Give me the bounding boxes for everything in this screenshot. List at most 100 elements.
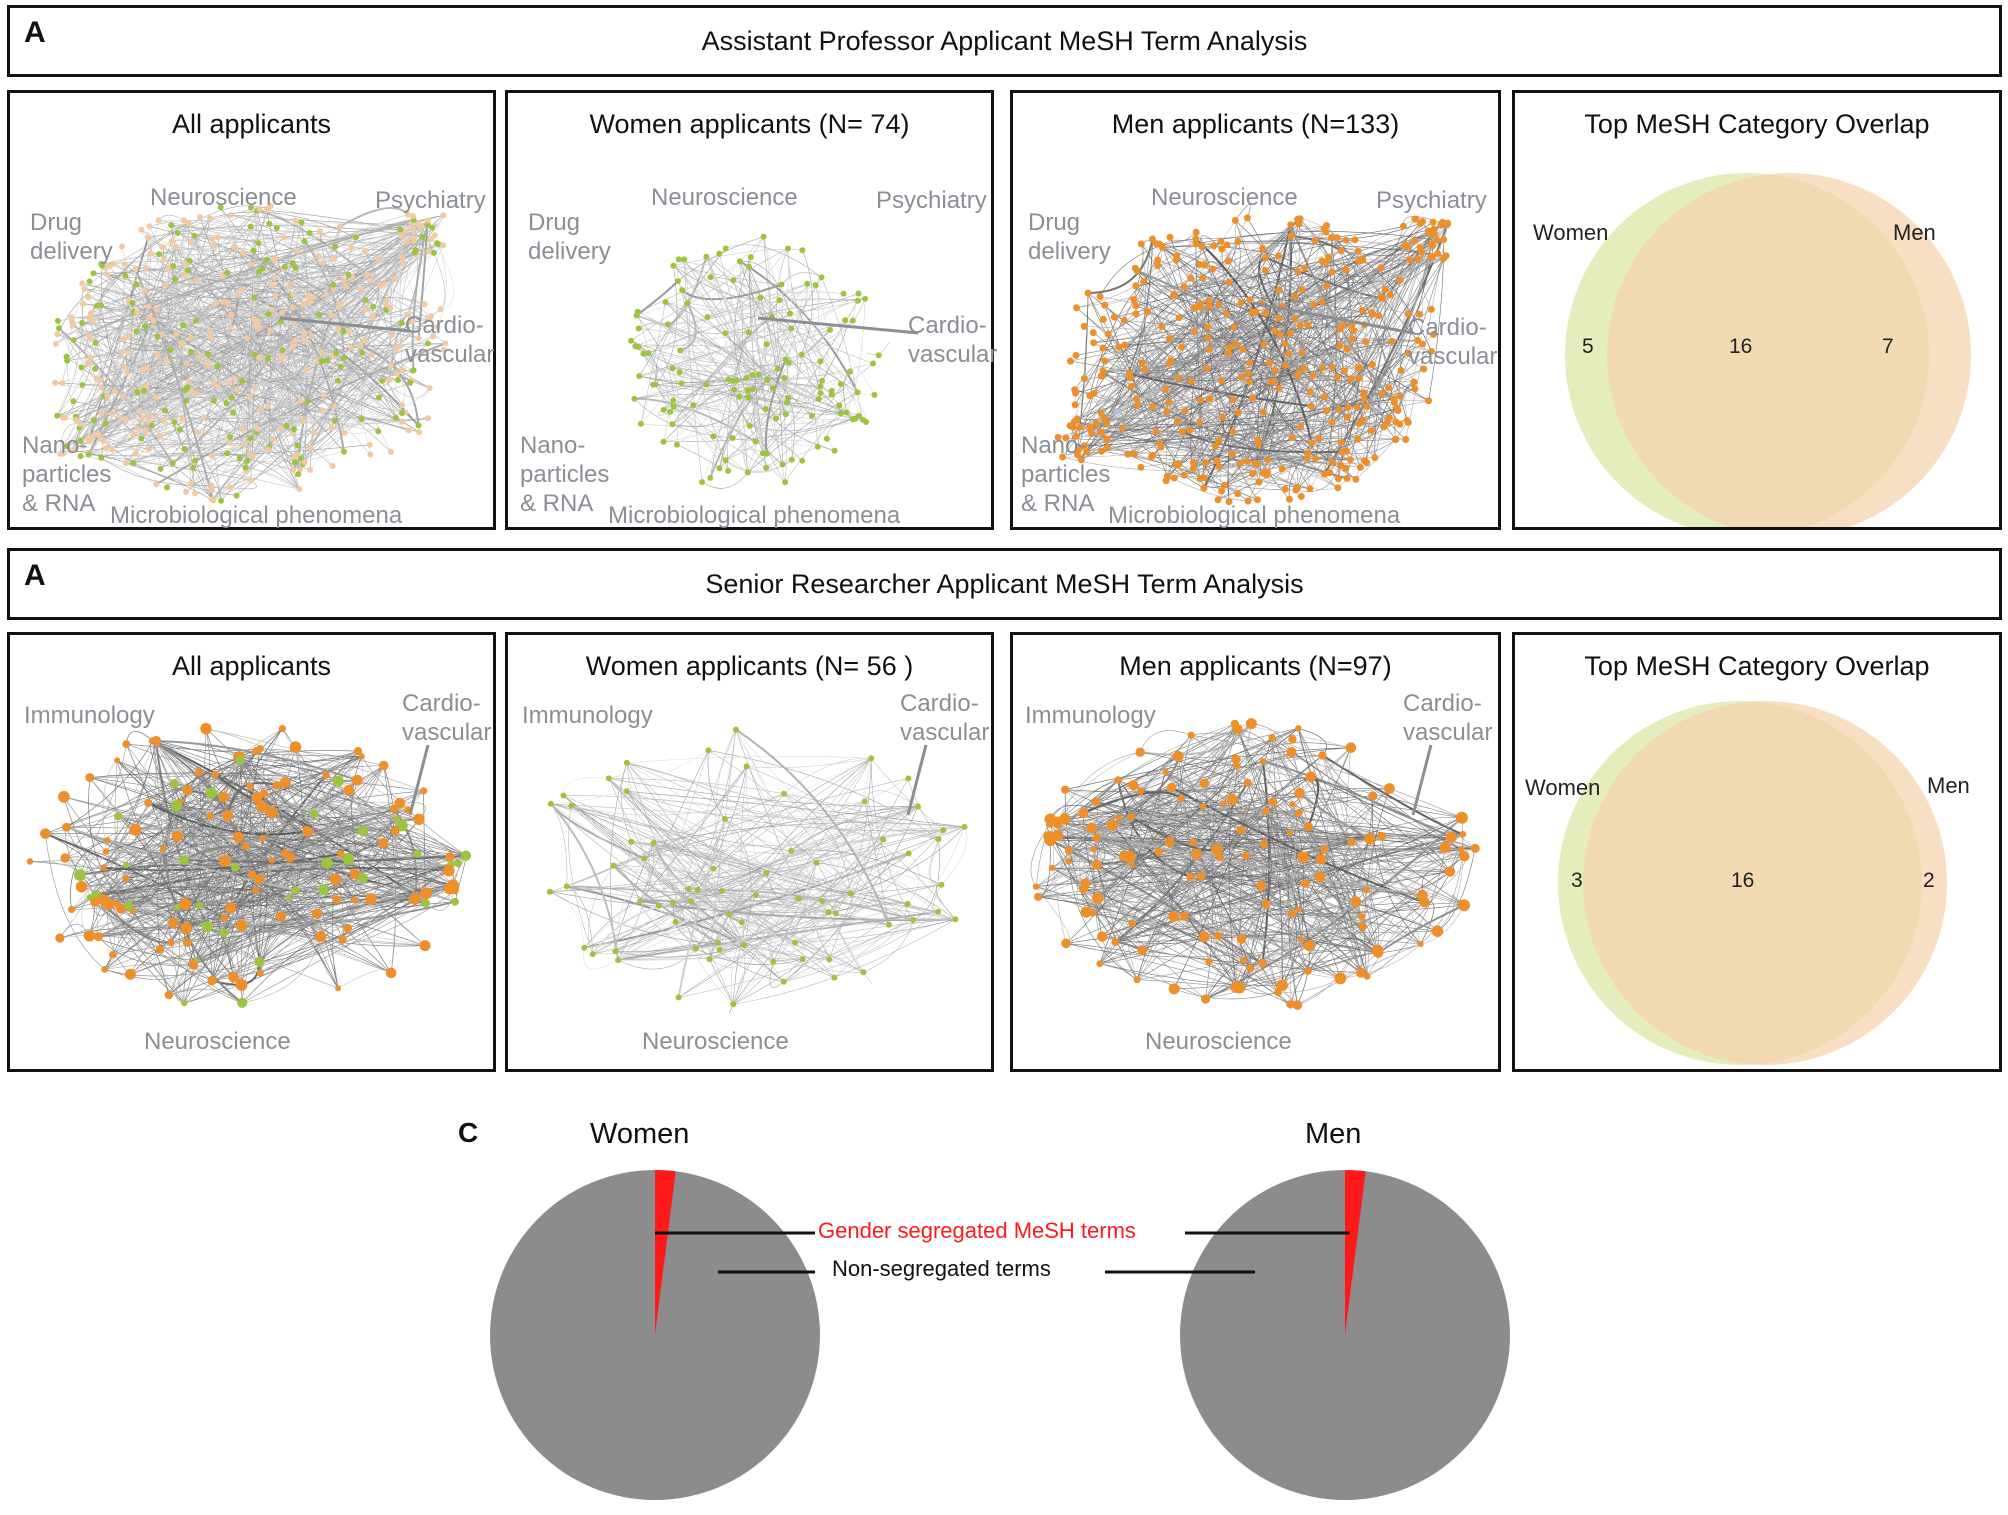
network-edge (45, 833, 263, 841)
network-node (840, 290, 847, 297)
network-node (1378, 390, 1386, 397)
network-node (79, 300, 86, 307)
network-node (251, 351, 258, 358)
venn-men-label: Men (1893, 220, 1936, 245)
network-node (154, 351, 161, 358)
network-node (1101, 357, 1109, 365)
network-node (563, 883, 570, 890)
network-node (1098, 447, 1106, 455)
network-edge (744, 801, 866, 946)
network-edge (1167, 255, 1447, 477)
network-edge (640, 248, 789, 425)
network-edge (677, 236, 764, 282)
network-node (378, 837, 389, 849)
network-node (641, 855, 648, 862)
network-edge (195, 451, 345, 494)
network-edge (211, 838, 263, 981)
network-node (394, 797, 406, 809)
network-node (328, 424, 335, 431)
network-node (102, 420, 109, 427)
label-cardiovascular: Cardio- vascular (908, 312, 998, 368)
network-node (67, 905, 76, 914)
network-node (1187, 274, 1195, 282)
network-node (129, 300, 136, 306)
network-node (52, 340, 59, 347)
network-node (54, 412, 61, 419)
network-node (1259, 758, 1267, 765)
network-node (1275, 314, 1283, 322)
network-edge (88, 324, 256, 441)
network-edge (382, 380, 430, 399)
label-cardiovascular: Cardio- vascular (402, 690, 492, 746)
network-edge (1232, 400, 1429, 433)
network-node (238, 286, 245, 293)
network-edge (571, 805, 774, 962)
network-node (745, 329, 752, 336)
network-node (752, 438, 759, 445)
network-node (710, 433, 717, 440)
network-node (1099, 315, 1107, 323)
network-node (323, 291, 330, 298)
network-node (635, 325, 642, 332)
network-edge (1057, 835, 1382, 844)
network-edge (1241, 931, 1302, 940)
network-node (79, 382, 86, 388)
network-node (1301, 264, 1309, 272)
network-node (1406, 256, 1414, 264)
network-edge (79, 744, 127, 876)
network-node (1304, 449, 1312, 457)
network-node (206, 812, 214, 820)
network-node (396, 343, 403, 350)
network-edge (648, 326, 749, 354)
network-edge (1271, 737, 1300, 794)
network-node (763, 450, 770, 457)
network-node (1129, 862, 1136, 869)
network-edge (1200, 806, 1237, 988)
network-node (855, 290, 862, 297)
network-node (745, 394, 752, 401)
label-microbiological: Microbiological phenomena (110, 502, 403, 529)
network-node (1300, 364, 1308, 372)
network-node (400, 260, 407, 267)
network-edge (639, 766, 747, 902)
network-edge (217, 436, 231, 442)
network-node (248, 204, 254, 211)
network-node (160, 244, 167, 250)
network-edge (1271, 737, 1368, 977)
network-edge (64, 789, 188, 859)
network-node (129, 823, 142, 836)
network-node (722, 245, 729, 252)
network-node (1306, 485, 1314, 493)
network-node (1204, 334, 1212, 342)
network-node (1218, 245, 1226, 253)
network-node (54, 317, 61, 324)
network-edge (752, 293, 844, 376)
network-edge (1089, 395, 1216, 447)
network-edge (708, 872, 767, 960)
network-edge (1309, 314, 1373, 489)
network-node (1329, 363, 1336, 371)
network-node (1089, 826, 1097, 834)
network-node (192, 490, 199, 497)
network-edge (125, 222, 189, 421)
network-node (329, 463, 336, 469)
network-node (254, 956, 265, 967)
network-node (1286, 747, 1297, 758)
network-edge (626, 762, 939, 840)
network-node (1259, 408, 1267, 416)
network-node (285, 852, 296, 863)
network-edge (259, 208, 421, 230)
network-edge (1173, 737, 1273, 990)
network-node (1203, 365, 1211, 372)
network-node (1427, 253, 1435, 261)
network-node (269, 306, 276, 313)
network-node (68, 314, 75, 321)
network-node (1128, 780, 1139, 791)
network-node (451, 897, 459, 906)
network-edge (626, 791, 745, 946)
network-node (292, 264, 299, 271)
network-edge (783, 757, 872, 795)
network-edge (259, 890, 456, 963)
network-edge (613, 865, 784, 983)
network-node (1199, 778, 1210, 789)
